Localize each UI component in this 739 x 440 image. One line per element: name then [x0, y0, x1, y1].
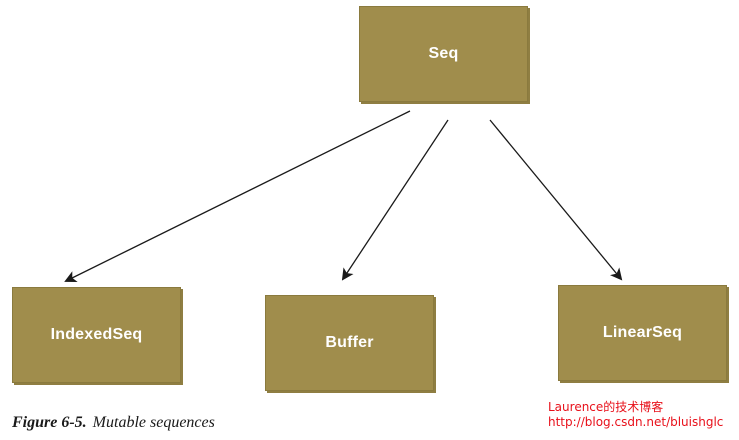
watermark: Laurence的技术博客 http://blog.csdn.net/bluis…: [548, 400, 723, 430]
node-seq: Seq: [359, 6, 528, 102]
node-indexedseq-label: IndexedSeq: [50, 326, 143, 343]
figure-label: Figure 6-5.: [12, 414, 87, 431]
watermark-line1: Laurence的技术博客: [548, 400, 664, 414]
node-buffer: Buffer: [265, 295, 434, 391]
node-indexedseq: IndexedSeq: [12, 287, 181, 383]
edge-seq-buffer: [341, 119, 449, 281]
node-buffer-label: Buffer: [325, 334, 374, 351]
node-linearseq: LinearSeq: [558, 285, 727, 381]
figure-caption: Figure 6-5. Mutable sequences: [12, 414, 215, 432]
figure-caption-text: Mutable sequences: [92, 414, 215, 431]
watermark-line2: http://blog.csdn.net/bluishglc: [548, 415, 724, 429]
node-seq-label: Seq: [428, 45, 459, 62]
edge-seq-linearseq: [489, 119, 623, 281]
edge-seq-indexedseq: [64, 110, 411, 282]
node-linearseq-label: LinearSeq: [602, 324, 683, 341]
